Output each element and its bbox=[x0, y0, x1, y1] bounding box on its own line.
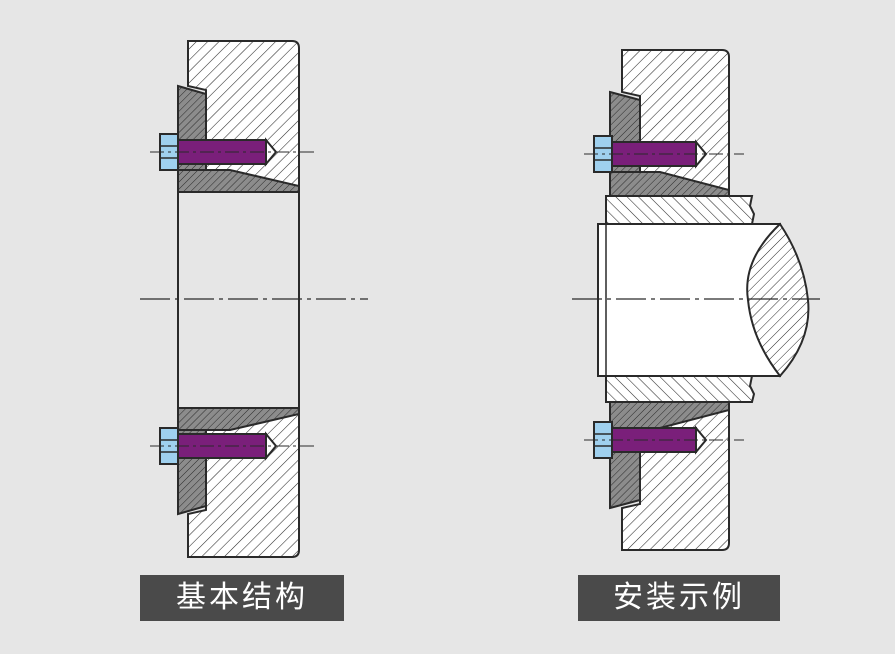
hub-upper bbox=[605, 195, 756, 225]
installation-example-drawing bbox=[572, 49, 820, 551]
basic-structure-drawing bbox=[140, 40, 368, 558]
hub-lower bbox=[605, 375, 756, 403]
shaft-break-section bbox=[746, 222, 810, 378]
inner-sleeve-lower bbox=[177, 407, 300, 431]
caption-basic-structure: 基本结构 bbox=[140, 575, 344, 621]
inner-sleeve-upper-right bbox=[609, 171, 730, 197]
caption-installation-example: 安装示例 bbox=[578, 575, 780, 621]
inner-sleeve-upper bbox=[177, 169, 300, 193]
